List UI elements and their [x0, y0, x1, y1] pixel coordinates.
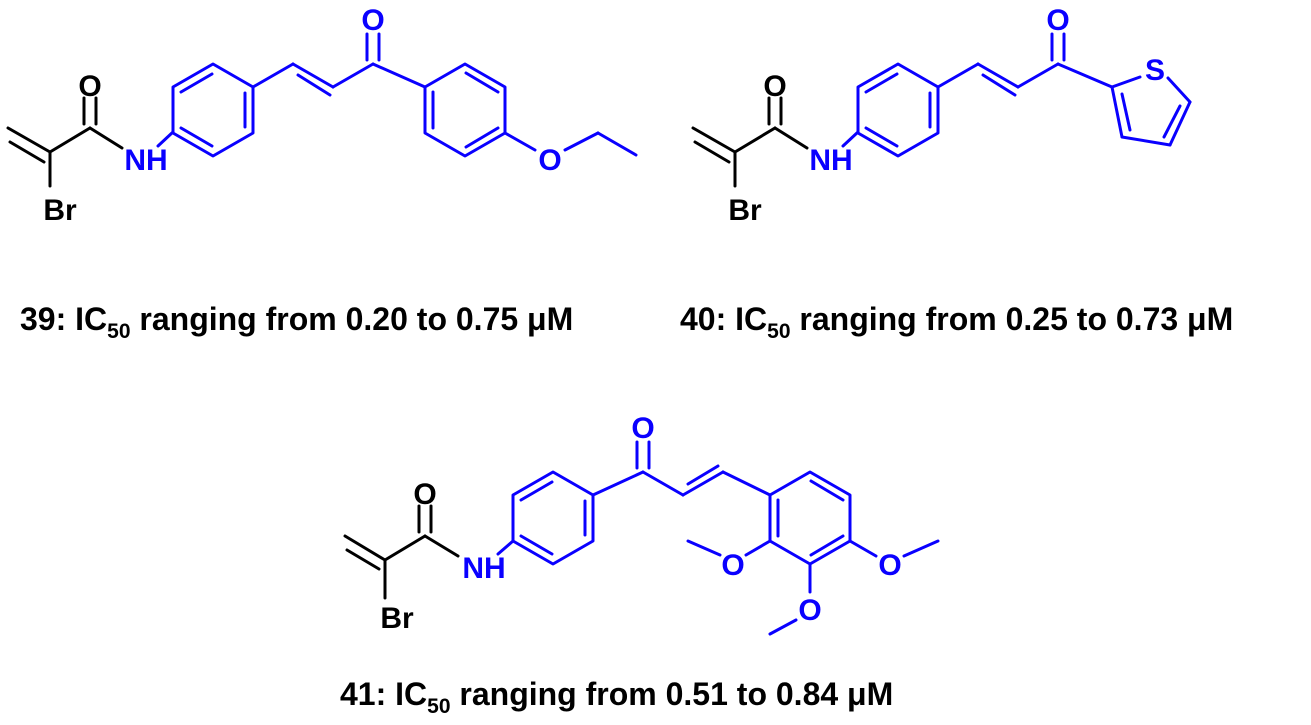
bond: [864, 72, 899, 94]
bond: [681, 470, 725, 497]
ketone-oxygen-label: O: [361, 4, 384, 37]
methoxy-oxygen-label: O: [878, 549, 901, 582]
bond: [936, 62, 980, 89]
bond: [841, 130, 860, 148]
trimethoxyphenyl-ring: [768, 470, 852, 566]
bond: [383, 534, 427, 562]
bond: [331, 62, 375, 89]
ketone-oxygen-label: O: [631, 412, 654, 445]
bromine-label: Br: [380, 602, 414, 635]
bond: [721, 470, 772, 497]
ketone-oxygen-label: O: [1046, 4, 1069, 37]
bond: [6, 126, 52, 154]
bond: [591, 470, 645, 497]
phenyl-ring: [423, 62, 507, 158]
bond: [1166, 76, 1192, 104]
amide-nh-label: NH: [809, 144, 852, 177]
bond: [976, 62, 1020, 89]
bromine-label: Br: [728, 194, 762, 227]
bond: [744, 539, 772, 557]
phenyl-ring: [171, 62, 255, 158]
carbonyl-oxygen-label: O: [413, 478, 436, 511]
bond: [981, 73, 1017, 97]
phenyl-ring: [511, 470, 595, 566]
bond: [496, 539, 515, 556]
bond: [864, 126, 899, 148]
bond: [179, 126, 214, 148]
bond: [291, 62, 335, 89]
bond: [179, 72, 214, 94]
bond: [773, 126, 809, 150]
bond: [296, 73, 332, 97]
phenyl-ring: [856, 62, 940, 158]
carbonyl-oxygen-label: O: [78, 70, 101, 103]
methoxy-oxygen-label: O: [798, 594, 821, 627]
thiophene-sulfur-label: S: [1145, 54, 1165, 87]
compound-40-structure: O NH Br O S: [691, 4, 1192, 227]
bond: [464, 126, 500, 149]
bond: [686, 464, 720, 486]
bond: [596, 131, 638, 157]
bond: [503, 131, 537, 152]
carbonyl-oxygen-label: O: [763, 70, 786, 103]
bond: [1120, 135, 1172, 147]
bond: [519, 480, 554, 502]
bond: [768, 618, 798, 636]
bond: [519, 534, 554, 556]
bond: [464, 71, 500, 94]
bromine-label: Br: [43, 194, 77, 227]
bond: [848, 539, 878, 558]
compound-39-structure: O NH Br O O: [6, 4, 638, 227]
bond: [343, 534, 387, 562]
bond: [8, 140, 46, 164]
ether-oxygen-label: O: [538, 144, 561, 177]
bond: [251, 62, 295, 89]
amide-nh-label: NH: [462, 552, 505, 585]
bond: [1162, 104, 1182, 139]
compound-41-structure: O NH Br O O O O: [343, 412, 940, 636]
bond: [1056, 62, 1114, 89]
bond: [641, 470, 685, 497]
bond: [1120, 92, 1132, 132]
amide-nh-label: NH: [124, 144, 167, 177]
bond: [48, 126, 92, 154]
bond: [686, 539, 722, 557]
bond: [1168, 100, 1192, 147]
bond: [691, 126, 737, 154]
compound-40-caption: 40: IC50 ranging from 0.25 to 0.73 μM: [680, 301, 1233, 343]
bond: [156, 130, 175, 148]
bond: [809, 534, 845, 557]
bond: [733, 126, 777, 154]
compound-39-caption: 39: IC50 ranging from 0.20 to 0.75 μM: [20, 301, 573, 343]
bond: [693, 140, 731, 164]
bond: [423, 534, 460, 558]
methoxy-oxygen-label: O: [721, 549, 744, 582]
bond: [1110, 85, 1124, 139]
bond: [371, 62, 427, 89]
compound-41-caption: 41: IC50 ranging from 0.51 to 0.84 μM: [340, 676, 893, 718]
bond: [1110, 75, 1142, 89]
bond: [902, 539, 940, 558]
bond: [563, 131, 600, 152]
bond: [1016, 62, 1060, 89]
bond: [809, 479, 845, 502]
bond: [345, 548, 381, 571]
bond: [88, 126, 124, 150]
